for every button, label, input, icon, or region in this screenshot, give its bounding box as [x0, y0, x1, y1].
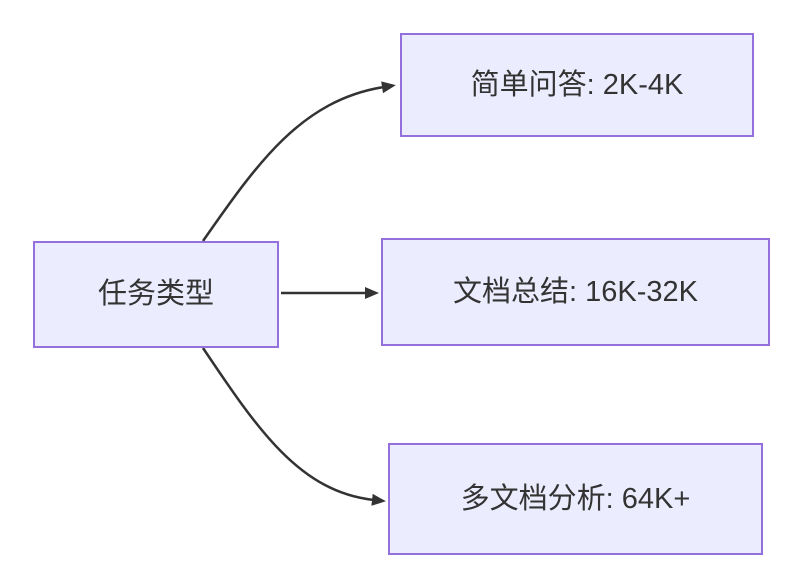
edge-root-to-multi-doc	[201, 347, 386, 506]
node-multi-doc-label: 多文档分析: 64K+	[460, 482, 691, 515]
node-task-type-label: 任务类型	[97, 278, 214, 311]
node-simple-qa: 简单问答: 2K-4K	[400, 33, 754, 137]
node-multi-doc: 多文档分析: 64K+	[388, 443, 763, 555]
node-doc-summary-label: 文档总结: 16K-32K	[453, 275, 698, 308]
edge-root-to-simple-qa	[201, 81, 396, 242]
node-task-type: 任务类型	[33, 241, 279, 348]
node-simple-qa-label: 简单问答: 2K-4K	[470, 68, 684, 101]
node-doc-summary: 文档总结: 16K-32K	[381, 238, 770, 346]
